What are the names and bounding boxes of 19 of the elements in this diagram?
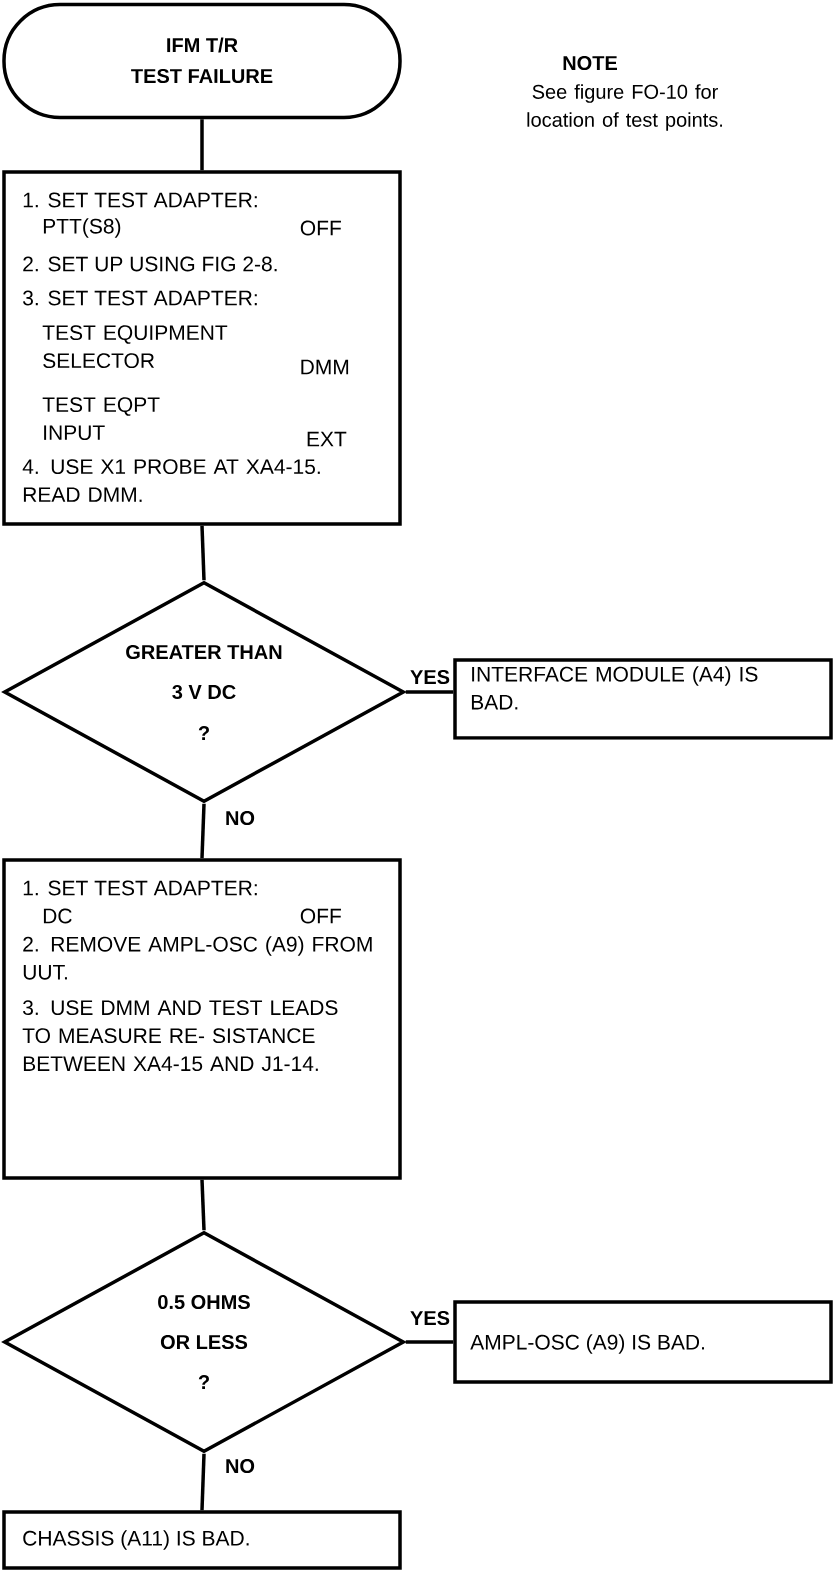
edge-label: YES (409, 1309, 451, 1327)
process-box: 1. SET TEST ADAPTER: PTT(S8) OFF 2. SET UP USING FIG 2-8. 3. SET TEST ADAPTER: TEST EQUIPMENT SELECTOR DMM TEST EQPT INPUT EXT 4. USE X1 PROBE AT XA4-15. READ DMM. (2, 170, 402, 526)
connector-line (200, 1453, 206, 1511)
edge-label: YES (409, 668, 451, 686)
connector-line (405, 1340, 454, 1344)
process-box: 1. SET TEST ADAPTER: DC OFF 2. REMOVE AMPL-OSC (A9) FROM UUT. 3. USE DMM AND TEST LEADS TO MEASURE RE- SISTANCE BETWEEN XA4-15 AND J1-14. (2, 858, 402, 1180)
process-box: INTERFACE MODULE (A4) IS BAD. (453, 658, 833, 740)
note-text: See figure FO-10 for location of test points. (527, 84, 723, 131)
connector-line (200, 803, 206, 859)
process-box: CHASSIS (A11) IS BAD. (2, 1510, 402, 1570)
connector-line (200, 119, 204, 171)
connector-line (405, 690, 454, 694)
process-box: AMPL-OSC (A9) IS BAD. (453, 1300, 833, 1384)
note-heading: NOTE (563, 55, 617, 71)
edge-label: NO (224, 1457, 256, 1475)
connector-line (200, 1179, 206, 1231)
edge-label: NO (224, 809, 256, 827)
connector-line (200, 525, 206, 581)
terminator-box: IFM T/R TEST FAILURE (2, 2, 402, 120)
